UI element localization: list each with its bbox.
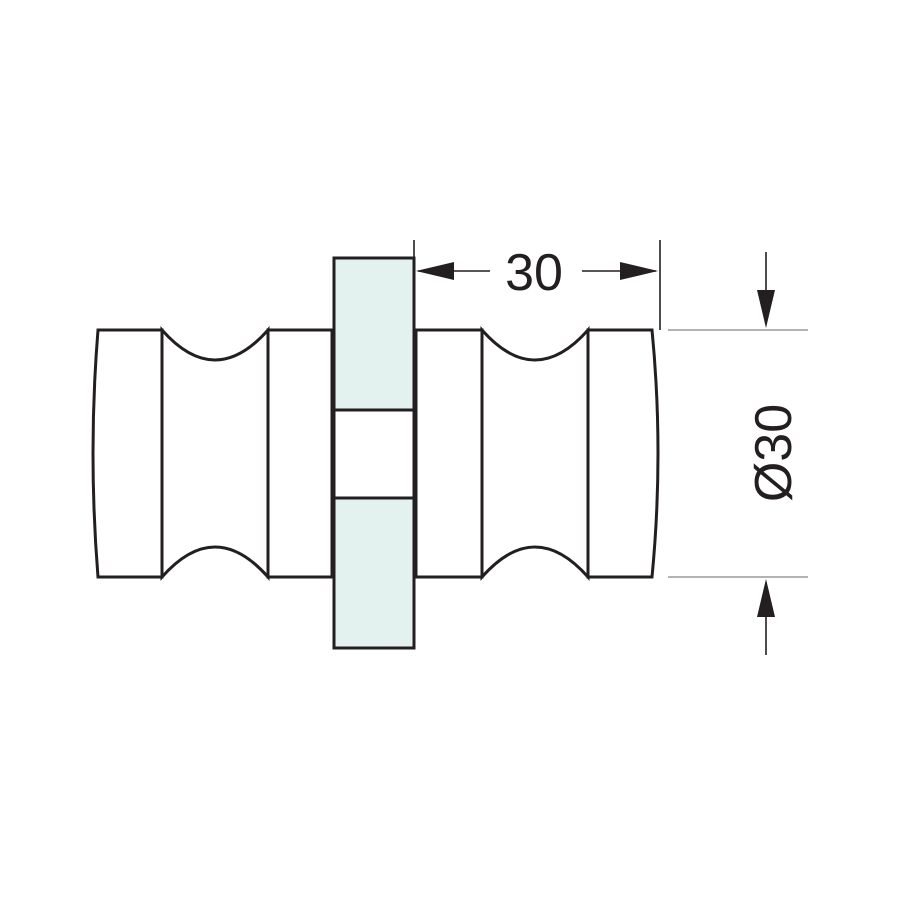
diameter-dimension-label: Ø30 xyxy=(745,404,803,502)
glass-hole-spindle xyxy=(332,408,416,500)
diameter-arrow-bottom xyxy=(757,579,775,617)
right-knob xyxy=(414,326,660,581)
length-dimension: 30 xyxy=(413,240,661,330)
left-knob xyxy=(91,326,334,581)
length-arrow-right xyxy=(620,262,658,280)
left-knob-grip xyxy=(160,326,270,581)
right-knob-end-cap xyxy=(586,328,660,579)
diameter-arrow-top xyxy=(757,290,775,328)
right-knob-collar xyxy=(414,328,484,579)
diameter-dimension: Ø30 xyxy=(668,252,808,655)
glass-panel-upper xyxy=(332,256,416,412)
glass-panel-lower xyxy=(332,496,416,650)
left-knob-end-cap xyxy=(91,328,164,579)
length-arrow-left xyxy=(416,262,454,280)
length-dimension-label: 30 xyxy=(505,244,563,302)
left-knob-collar xyxy=(266,328,334,579)
right-knob-grip xyxy=(480,326,590,581)
glass-panel xyxy=(332,256,416,650)
